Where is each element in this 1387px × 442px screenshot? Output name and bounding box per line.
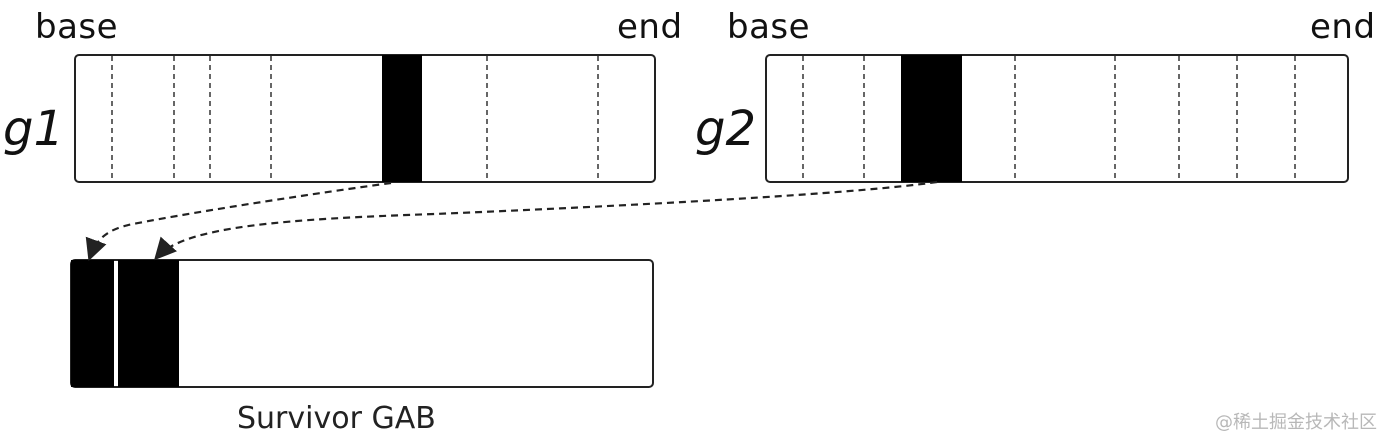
g1-end-label: end xyxy=(617,7,683,47)
g1-region: base end g1 xyxy=(3,7,683,183)
g1-base-label: base xyxy=(35,7,118,47)
g2-end-label: end xyxy=(1310,7,1376,47)
g1-memory-bar xyxy=(74,54,656,183)
survivor-gab-region: Survivor GAB xyxy=(70,259,654,436)
copy-arrow-g2 xyxy=(154,180,938,261)
survivor-copied-block-g2 xyxy=(118,260,179,387)
g1-label: g1 xyxy=(3,101,64,157)
g2-label: g2 xyxy=(695,101,756,157)
g2-region: base end g2 xyxy=(695,7,1376,183)
survivor-copied-block-g1 xyxy=(71,260,114,387)
copy-arrow-g1 xyxy=(85,181,392,262)
g2-base-label: base xyxy=(727,7,810,47)
g1-live-object-block xyxy=(382,55,422,182)
watermark-text: @稀土掘金技术社区 xyxy=(1215,412,1377,433)
g2-live-object-block xyxy=(901,55,962,182)
survivor-gab-label: Survivor GAB xyxy=(237,401,436,436)
g2-memory-bar xyxy=(765,54,1349,183)
